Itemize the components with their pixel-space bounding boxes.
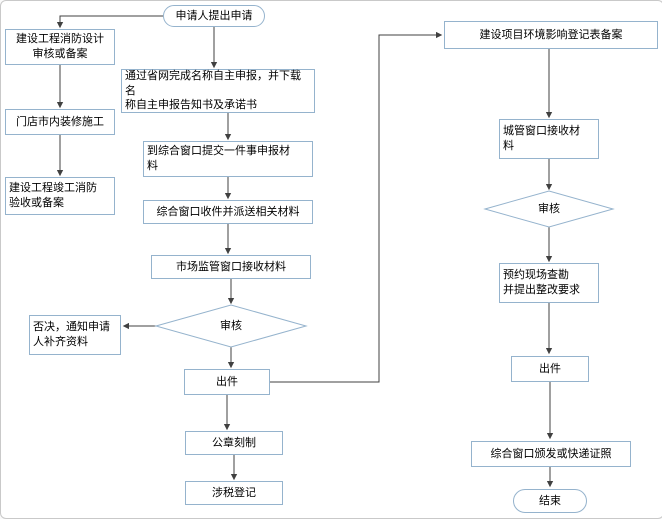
node-fire-design: 建设工程消防设计 审核或备案 bbox=[5, 29, 115, 65]
node-market-receive: 市场监管窗口接收材料 bbox=[151, 255, 311, 279]
review-diamond-right-label: 审核 bbox=[538, 202, 560, 216]
node-window-receive: 综合窗口收件并派送相关材料 bbox=[143, 200, 313, 224]
node-start: 申请人提出申请 bbox=[163, 5, 265, 27]
review-diamond-center-label: 审核 bbox=[220, 319, 242, 333]
node-issue-right: 出件 bbox=[511, 356, 589, 382]
edge-start-to-fire-design bbox=[56, 15, 163, 29]
node-site-survey: 预约现场查勘 并提出整改要求 bbox=[499, 263, 599, 303]
edge-issue-to-env-register bbox=[270, 31, 443, 383]
review-diamond-right bbox=[483, 190, 615, 228]
node-license-delivery: 综合窗口颁发或快递证照 bbox=[471, 441, 631, 467]
node-seal-making: 公章刻制 bbox=[185, 431, 283, 455]
review-diamond-center bbox=[154, 304, 308, 348]
node-cityadmin-receive: 城管窗口接收材 料 bbox=[499, 119, 599, 159]
node-online-declare: 通过省网完成名称自主申报，并下载名 称自主申报告知书及承诺书 bbox=[121, 69, 315, 113]
node-store-decoration: 门店市内装修施工 bbox=[5, 109, 115, 135]
node-end: 结束 bbox=[513, 489, 587, 513]
node-reject-notice: 否决，通知申请 人补齐资料 bbox=[29, 315, 121, 355]
node-issue-center: 出件 bbox=[184, 369, 270, 395]
node-tax-register: 涉税登记 bbox=[185, 481, 283, 505]
node-submit-materials: 到综合窗口提交一件事申报材 料 bbox=[143, 141, 313, 177]
node-fire-acceptance: 建设工程竣工消防 验收或备案 bbox=[5, 177, 115, 215]
node-env-register: 建设项目环境影响登记表备案 bbox=[444, 21, 658, 49]
